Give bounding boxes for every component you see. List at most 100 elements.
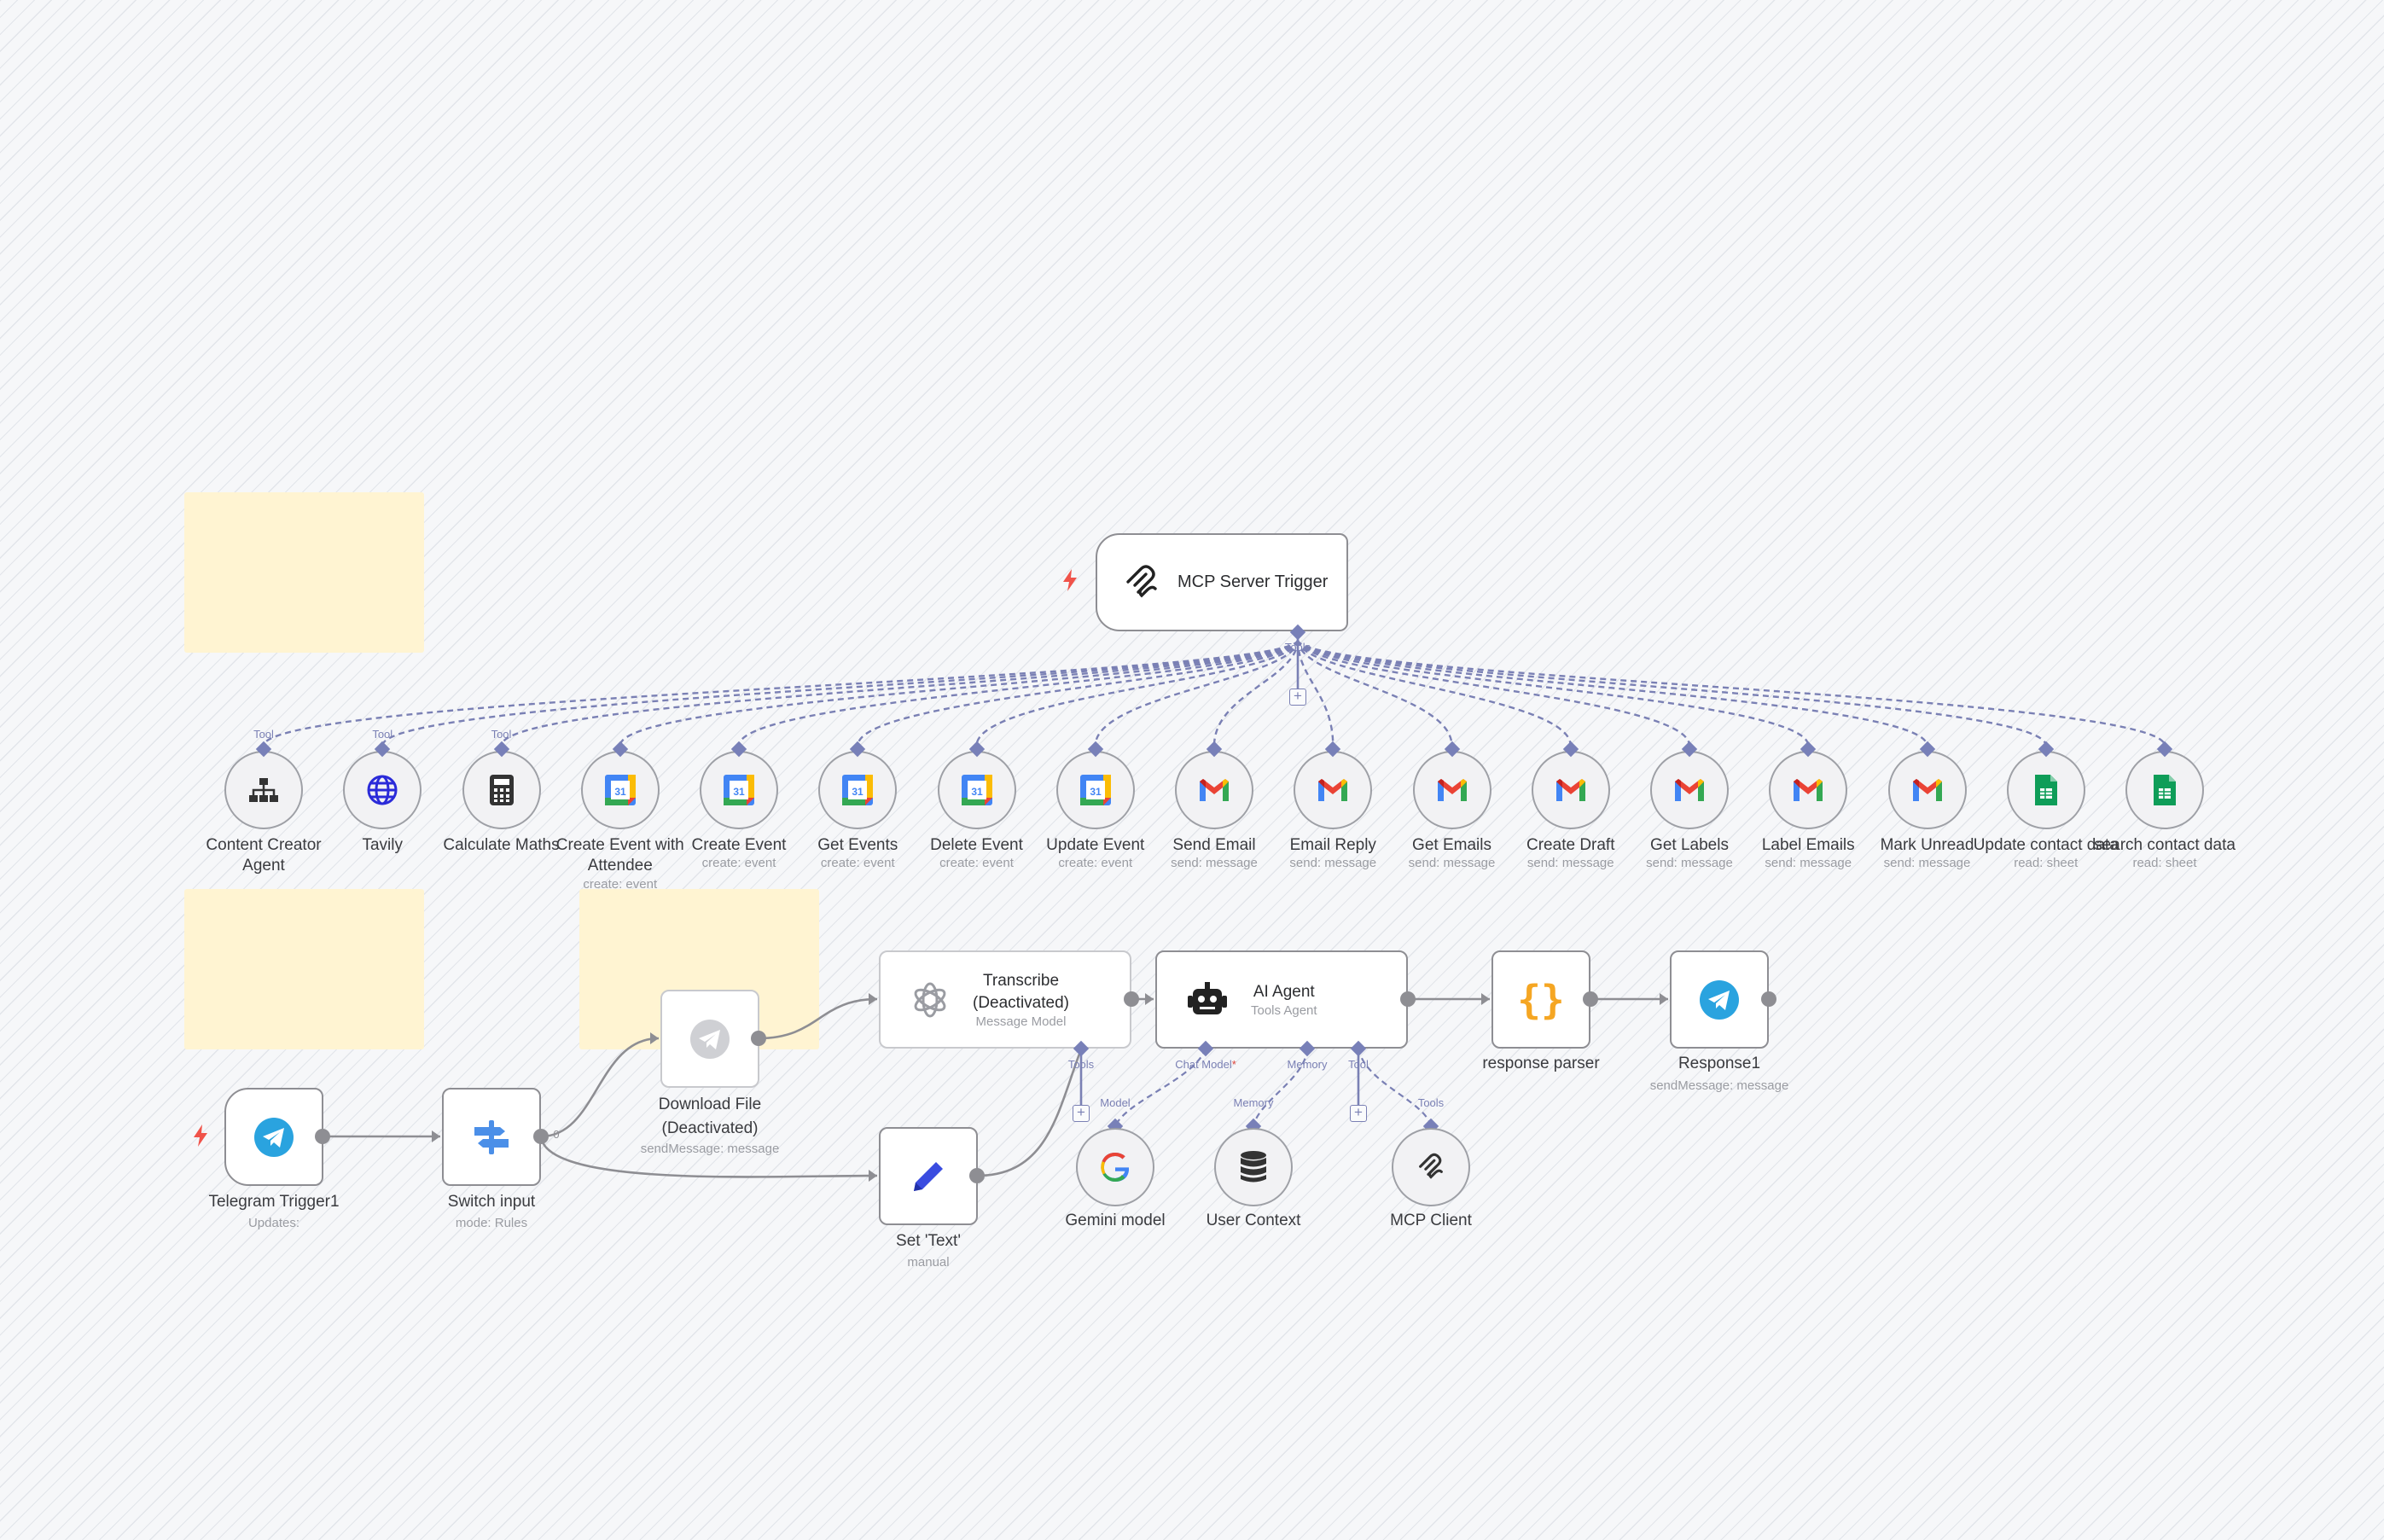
tool-label-line1: Create Event with	[555, 836, 684, 854]
sticky-note[interactable]	[184, 889, 424, 1049]
add-tool-button[interactable]: +	[1289, 689, 1306, 706]
tool-connector-label: Tool	[1348, 1058, 1369, 1071]
gemini-model-node[interactable]	[1076, 1128, 1154, 1206]
ai-agent-node[interactable]: AI Agent Tools Agent	[1155, 950, 1408, 1049]
robot-icon	[1188, 981, 1227, 1014]
ai-agent-title: AI Agent	[1253, 983, 1315, 1001]
switch-input-node[interactable]	[442, 1088, 541, 1186]
tool-connection	[1296, 639, 1453, 747]
download-file-node[interactable]	[660, 990, 759, 1088]
database-icon	[1241, 1151, 1266, 1183]
tool-node[interactable]: 31	[700, 751, 778, 829]
telegram-icon	[254, 1117, 294, 1157]
output-port[interactable]	[315, 1129, 330, 1144]
tool-node[interactable]	[2125, 751, 2204, 829]
tool-node[interactable]: 31	[818, 751, 898, 829]
transcribe-title-line1: Transcribe	[982, 972, 1060, 990]
telegram-trigger-label: Telegram Trigger1	[208, 1193, 340, 1211]
google-calendar-icon: 31	[961, 774, 993, 806]
tool-connection	[857, 639, 1300, 747]
tool-connection	[1094, 639, 1300, 747]
arrow-head	[869, 993, 877, 1005]
tool-label: Get Emails	[1412, 836, 1491, 854]
tool-label-line2: Attendee	[587, 857, 653, 875]
tool-sub: send: message	[1171, 856, 1258, 870]
output-port[interactable]	[1761, 991, 1776, 1007]
tool-connection	[1296, 639, 2166, 747]
tool-node[interactable]	[224, 751, 303, 829]
tool-node[interactable]	[2006, 751, 2085, 829]
tool-node[interactable]	[1294, 751, 1373, 829]
output-port[interactable]	[1124, 991, 1139, 1007]
sticky-note[interactable]	[184, 492, 424, 653]
gmail-icon	[1672, 776, 1707, 804]
tool-node[interactable]	[1531, 751, 1610, 829]
output-port[interactable]	[751, 1031, 766, 1046]
response-parser-label: response parser	[1482, 1055, 1600, 1072]
tool-sub: read: sheet	[2014, 856, 2079, 870]
output-port[interactable]	[533, 1129, 549, 1144]
google-sheets-icon	[2033, 774, 2059, 806]
add-tool-button[interactable]: +	[1073, 1105, 1090, 1122]
tool-node[interactable]	[1412, 751, 1491, 829]
mcp-client-connector-label: Tools	[1417, 1096, 1445, 1109]
openai-icon	[914, 982, 946, 1017]
mcp-client-label: MCP Client	[1390, 1212, 1472, 1229]
user-context-node[interactable]	[1214, 1128, 1293, 1206]
tool-sub: send: message	[1408, 856, 1496, 870]
download-file-title-line2: (Deactivated)	[661, 1119, 759, 1137]
tool-connection	[737, 639, 1300, 747]
arrow-head	[1481, 993, 1490, 1005]
tool-label: Tavily	[362, 836, 404, 854]
tool-connector-label: Tool	[372, 728, 393, 741]
connection	[976, 1049, 1083, 1177]
connection	[540, 1037, 660, 1138]
user-context-connector-label: Memory	[1233, 1096, 1274, 1109]
output-port[interactable]	[1583, 991, 1598, 1007]
google-sheets-icon	[2152, 774, 2178, 806]
tool-node[interactable]	[1769, 751, 1848, 829]
tool-connection	[1296, 639, 1928, 747]
tools-connector-label: Tools	[1284, 641, 1311, 654]
transcribe-node[interactable]: Transcribe (Deactivated) Message Model	[879, 950, 1131, 1049]
switch-output-label: 0	[553, 1128, 560, 1141]
tool-node[interactable]: 31	[1055, 751, 1135, 829]
tool-node[interactable]: 31	[580, 751, 660, 829]
trigger-bolt-icon	[194, 1124, 207, 1147]
tool-node[interactable]: 31	[937, 751, 1016, 829]
output-port[interactable]	[969, 1168, 985, 1183]
tool-label: Update Event	[1046, 836, 1145, 854]
output-port[interactable]	[1400, 991, 1416, 1007]
download-file-title-line1: Download File	[658, 1095, 762, 1113]
tool-sub: send: message	[1289, 856, 1377, 870]
tool-label: search contact data	[2094, 836, 2236, 854]
gmail-icon	[1197, 776, 1231, 804]
tool-label: Email Reply	[1289, 836, 1376, 854]
mcp-server-trigger-node[interactable]: MCP Server Trigger	[1096, 533, 1348, 631]
tool-node[interactable]	[1887, 751, 1967, 829]
add-tool-button[interactable]: +	[1350, 1105, 1367, 1122]
mcp-client-node[interactable]	[1392, 1128, 1470, 1206]
tool-node[interactable]	[1650, 751, 1729, 829]
transcribe-sub: Message Model	[975, 1014, 1067, 1029]
tool-label: Get Labels	[1650, 836, 1729, 854]
tool-node[interactable]	[1175, 751, 1253, 829]
tool-connection	[1296, 639, 2047, 747]
tool-node[interactable]	[343, 751, 422, 829]
tool-node[interactable]	[462, 751, 541, 829]
svg-text:31: 31	[852, 786, 864, 798]
tool-connection	[381, 639, 1300, 747]
google-icon	[1101, 1153, 1130, 1182]
switch-input-sub: mode: Rules	[455, 1216, 528, 1230]
set-text-node[interactable]	[879, 1127, 978, 1225]
switch-input-label: Switch input	[447, 1193, 536, 1211]
arrow-head	[1145, 993, 1154, 1005]
response-parser-node[interactable]: {}	[1491, 950, 1590, 1049]
response-node[interactable]	[1670, 950, 1769, 1049]
pen-icon	[914, 1161, 943, 1191]
gmail-icon	[1910, 776, 1945, 804]
telegram-trigger-node[interactable]	[224, 1088, 323, 1186]
tool-sub: create: event	[701, 856, 776, 870]
